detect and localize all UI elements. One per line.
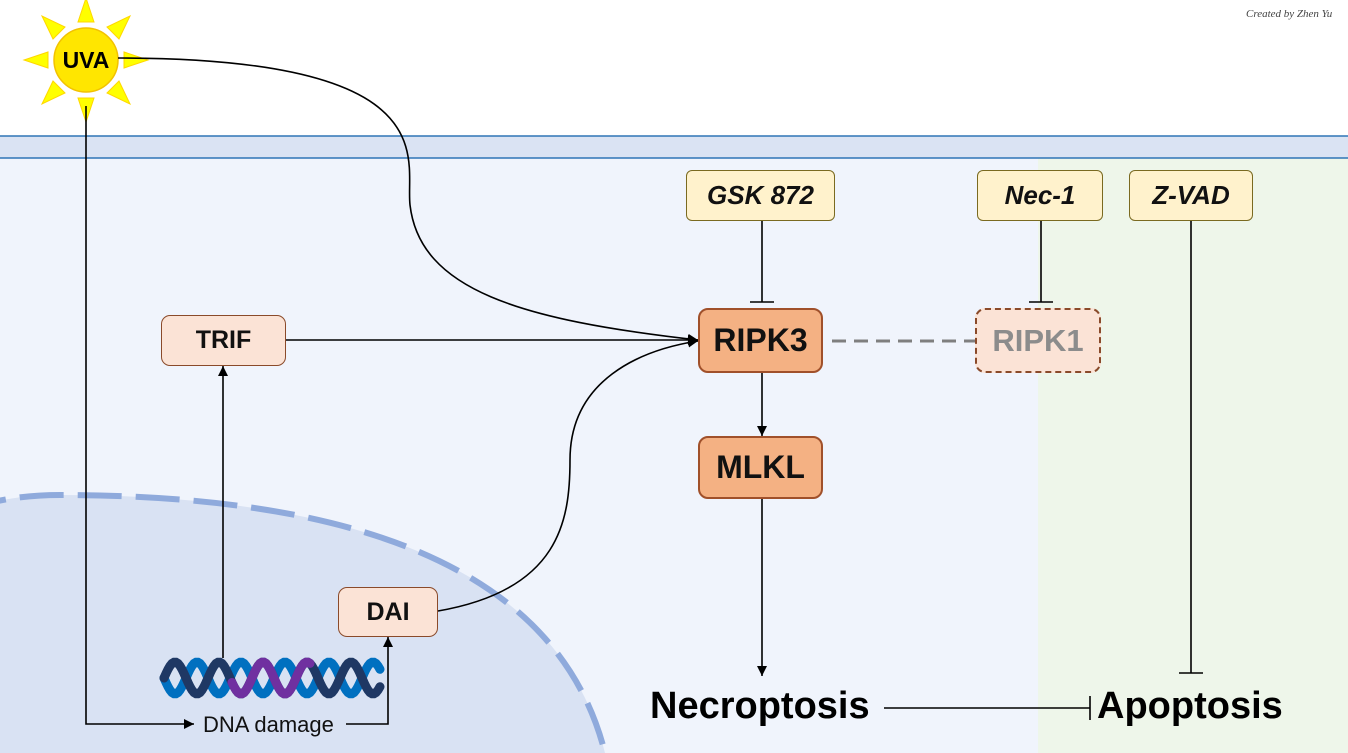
uva-to-ripk3-curve bbox=[117, 57, 699, 344]
dai-to-ripk3-curve bbox=[437, 337, 699, 612]
nec1-inhibitor: Nec-1 bbox=[977, 170, 1103, 221]
necroptosis-outcome: Necroptosis bbox=[650, 685, 870, 727]
trif-node: TRIF bbox=[161, 315, 286, 366]
author-credit: Created by Zhen Yu bbox=[1246, 8, 1333, 20]
apoptosis-zone bbox=[1038, 158, 1348, 753]
dai-node: DAI bbox=[338, 587, 438, 637]
ripk1-node: RIPK1 bbox=[975, 308, 1101, 373]
gsk872-inhibits-ripk3 bbox=[750, 221, 774, 303]
uva-to-dna-line bbox=[85, 106, 194, 729]
necroptosis-inhibits-apoptosis bbox=[884, 696, 1091, 720]
cell-membrane bbox=[0, 136, 1348, 158]
nuclear-envelope bbox=[0, 491, 608, 753]
uva-label: UVA bbox=[62, 46, 110, 73]
nucleus bbox=[0, 495, 605, 753]
apoptosis-outcome: Apoptosis bbox=[1097, 685, 1283, 727]
nec1-inhibits-ripk1 bbox=[1029, 221, 1053, 303]
dna-helix-icon bbox=[159, 657, 385, 699]
zvad-inhibitor: Z-VAD bbox=[1129, 170, 1253, 221]
gsk872-inhibitor: GSK 872 bbox=[686, 170, 835, 221]
zvad-inhibits-apoptosis bbox=[1179, 221, 1203, 674]
dna-damage-label: DNA damage bbox=[203, 712, 334, 737]
mlkl-node: MLKL bbox=[698, 436, 823, 499]
ripk3-node: RIPK3 bbox=[698, 308, 823, 373]
dna-to-dai-line bbox=[346, 637, 393, 725]
sun-icon bbox=[22, 0, 150, 124]
